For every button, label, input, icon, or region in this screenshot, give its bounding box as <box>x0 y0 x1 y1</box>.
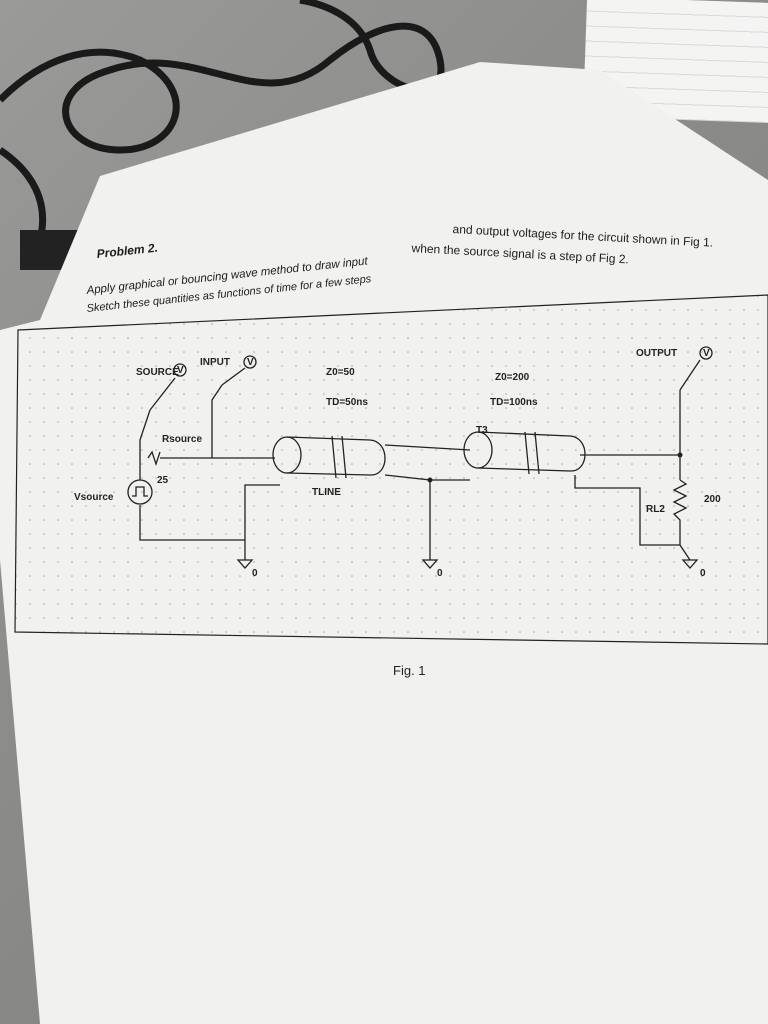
ground-label-3: 0 <box>700 568 706 579</box>
schematic-frame <box>14 294 768 645</box>
tline2-z0: Z0=200 <box>495 372 530 383</box>
ground-label-2: 0 <box>437 568 443 579</box>
source-probe-icon: V <box>177 365 184 376</box>
output-probe-icon: V <box>703 348 710 359</box>
ground-label-1: 0 <box>252 568 258 579</box>
tline2-label: T3 <box>476 425 488 436</box>
output-label: OUTPUT <box>636 348 677 359</box>
vsource-label: Vsource <box>74 492 114 503</box>
input-probe-icon: V <box>247 357 254 368</box>
tline1-label: TLINE <box>312 487 341 498</box>
tline1-td: TD=50ns <box>326 397 368 408</box>
load-label: RL2 <box>646 504 665 515</box>
rsource-value: 25 <box>157 475 169 486</box>
tline2-td: TD=100ns <box>490 397 538 408</box>
source-label: SOURCE <box>136 367 179 378</box>
input-label: INPUT <box>200 357 230 368</box>
load-value: 200 <box>704 494 721 505</box>
cable <box>0 0 445 270</box>
figure-caption: Fig. 1 <box>393 663 426 678</box>
rsource-label: Rsource <box>162 434 202 445</box>
tline1-z0: Z0=50 <box>326 367 355 378</box>
